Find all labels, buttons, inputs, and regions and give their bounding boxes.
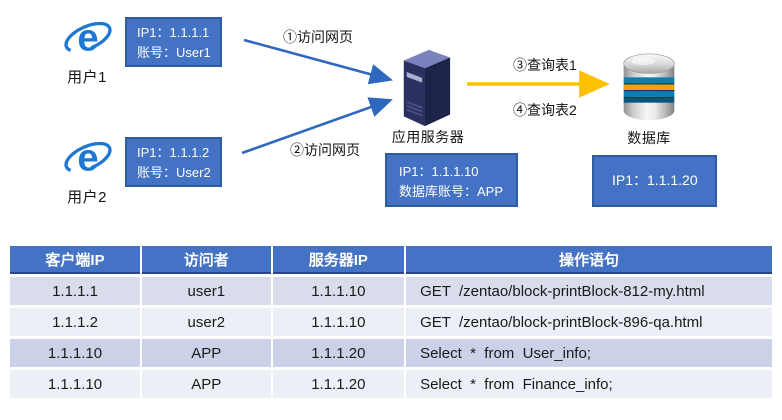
user2-label: 用户2 (67, 189, 107, 206)
server-db-account: 数据库账号：APP (399, 184, 504, 200)
cell-visitor: user2 (142, 308, 271, 336)
cell-client-ip: 1.1.1.2 (10, 308, 141, 336)
header-operation: 操作语句 (406, 246, 772, 274)
user2-account: 账号：User2 (137, 165, 211, 181)
svg-text:e: e (77, 16, 98, 59)
user1-info-box: IP1：1.1.1.1 账号：User1 (125, 17, 222, 67)
user1-label: 用户1 (67, 69, 107, 86)
table-row: 1.1.1.2 user2 1.1.1.10 GET /zentao/block… (10, 308, 772, 336)
user1-account: 账号：User1 (137, 45, 211, 61)
cell-visitor: APP (142, 370, 271, 398)
cell-operation: Select * from User_info; (406, 339, 772, 367)
cell-client-ip: 1.1.1.10 (10, 339, 141, 367)
database-info-box: IP1：1.1.1.20 (592, 155, 717, 207)
arrow3-label: ③查询表1 (513, 57, 577, 73)
table-header-row: 客户端IP 访问者 服务器IP 操作语句 (10, 246, 772, 274)
cell-server-ip: 1.1.1.10 (272, 308, 405, 336)
cell-visitor: APP (142, 339, 271, 367)
cell-server-ip: 1.1.1.20 (272, 370, 405, 398)
user2-ip: IP1：1.1.1.2 (137, 145, 210, 160)
cell-operation: GET /zentao/block-printBlock-896-qa.html (406, 308, 772, 336)
svg-text:e: e (77, 136, 98, 179)
arrow1-label: ①访问网页 (283, 29, 353, 45)
cell-visitor: user1 (142, 277, 271, 305)
cell-operation: GET /zentao/block-printBlock-812-my.html (406, 277, 772, 305)
arrow4-label: ④查询表2 (513, 102, 577, 118)
cell-server-ip: 1.1.1.10 (272, 277, 405, 305)
arrow2-label: ②访问网页 (290, 142, 360, 158)
database-ip: IP1：1.1.1.20 (612, 172, 698, 189)
header-client-ip: 客户端IP (10, 246, 141, 274)
header-visitor: 访问者 (142, 246, 271, 274)
server-info-box: IP1：1.1.1.10 数据库账号：APP (385, 153, 518, 207)
table-row: 1.1.1.1 user1 1.1.1.10 GET /zentao/block… (10, 277, 772, 305)
user2-info-box: IP1：1.1.1.2 账号：User2 (125, 137, 222, 187)
cell-operation: Select * from Finance_info; (406, 370, 772, 398)
user1-ip: IP1：1.1.1.1 (137, 25, 210, 40)
server-label: 应用服务器 (391, 129, 465, 145)
network-flow-diagram: e 用户1 IP1：1.1.1.1 账号：User1 e 用户2 IP1：1.1… (62, 12, 717, 207)
cell-server-ip: 1.1.1.20 (272, 339, 405, 367)
database-cylinder-icon (621, 52, 677, 133)
ie-browser-icon: e (62, 132, 114, 191)
ie-browser-icon: e (62, 12, 114, 71)
table-row: 1.1.1.10 APP 1.1.1.20 Select * from Fina… (10, 370, 772, 398)
server-ip: IP1：1.1.1.10 (399, 164, 479, 179)
database-label: 数据库 (627, 130, 671, 146)
cell-client-ip: 1.1.1.1 (10, 277, 141, 305)
header-server-ip: 服务器IP (272, 246, 405, 274)
server-tower-icon (396, 45, 454, 133)
table-row: 1.1.1.10 APP 1.1.1.20 Select * from User… (10, 339, 772, 367)
cell-client-ip: 1.1.1.10 (10, 370, 141, 398)
access-log-table: 客户端IP 访问者 服务器IP 操作语句 1.1.1.1 user1 1.1.1… (8, 243, 774, 401)
